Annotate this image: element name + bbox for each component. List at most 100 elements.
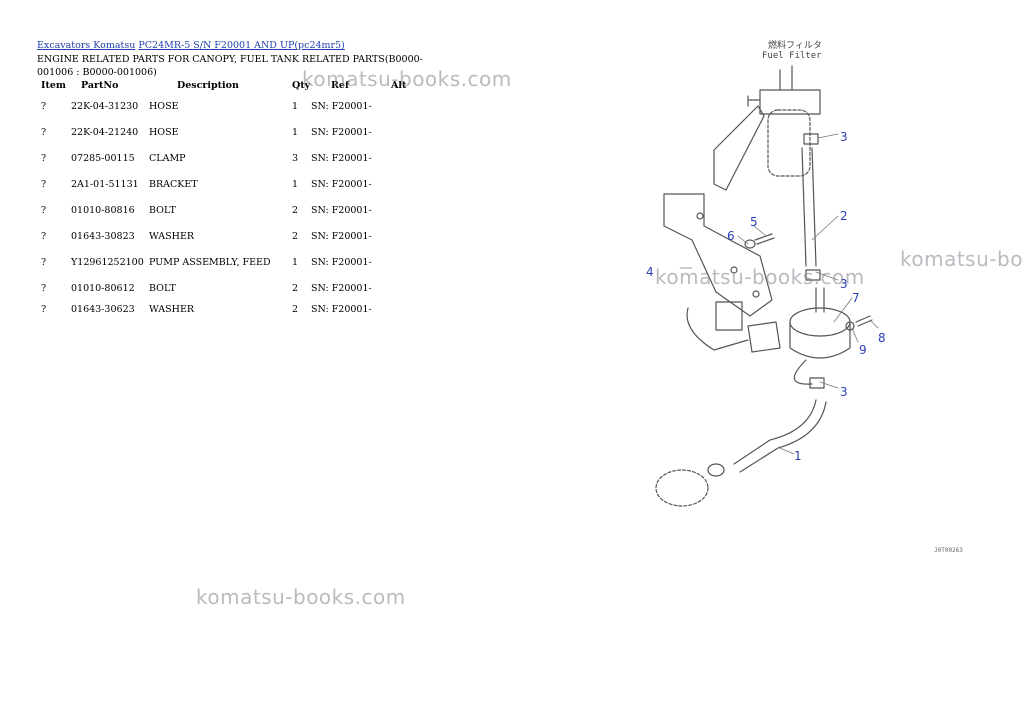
cell-ref: SN: F20001-	[311, 257, 372, 268]
cell-alt	[391, 195, 421, 221]
table-row: ? 22K-04-31230 HOSE 1 SN: F20001-	[37, 91, 421, 117]
cell-qty: 1	[292, 101, 299, 112]
clamp-3-top	[803, 133, 819, 145]
cell-alt	[391, 299, 421, 320]
callout-5: 5	[750, 215, 758, 229]
filter-fitting	[779, 65, 793, 91]
cell-partno: 01010-80612	[71, 283, 135, 294]
cell-description: WASHER	[149, 304, 195, 315]
cell-item: ?	[41, 283, 47, 294]
cell-alt	[391, 273, 421, 299]
cell-partno: 01643-30623	[71, 304, 135, 315]
cell-partno: 01010-80816	[71, 205, 135, 216]
table-row: ? 01010-80816 BOLT 2 SN: F20001-	[37, 195, 421, 221]
filter-outlet	[747, 95, 761, 107]
header-alt: Alt	[391, 79, 407, 91]
header-description: Description	[177, 79, 239, 91]
bolt-8	[855, 315, 873, 327]
callout-9: 9	[859, 343, 867, 357]
cell-qty: 1	[292, 179, 299, 190]
bracket-hole	[752, 290, 760, 298]
breadcrumb: Excavators Komatsu PC24MR-5 S/N F20001 A…	[37, 40, 345, 51]
cell-qty: 2	[292, 205, 299, 216]
bolt-5	[754, 233, 775, 245]
table-row: ? 07285-00115 CLAMP 3 SN: F20001-	[37, 143, 421, 169]
cell-partno: 01643-30823	[71, 231, 135, 242]
cell-qty: 3	[292, 153, 299, 164]
washer-9	[845, 321, 855, 331]
header-ref: Ref	[331, 79, 350, 91]
cell-alt	[391, 221, 421, 247]
callout-4: 4	[646, 265, 654, 279]
watermark: komatsu-books.com	[196, 585, 406, 609]
header-item: Item	[41, 79, 66, 91]
cell-partno: 07285-00115	[71, 153, 135, 164]
cell-description: HOSE	[149, 101, 179, 112]
cell-item: ?	[41, 101, 47, 112]
bracket-hole	[730, 266, 738, 274]
watermark: komatsu-books.com	[302, 67, 512, 91]
cell-alt	[391, 169, 421, 195]
callout-7: 7	[852, 291, 860, 305]
cell-qty: 1	[292, 257, 299, 268]
cell-partno: 2A1-01-51131	[71, 179, 139, 190]
tank-fitting	[655, 469, 709, 507]
callout-3: 3	[840, 277, 848, 291]
cell-item: ?	[41, 205, 47, 216]
table-row: ? Y12961252100 PUMP ASSEMBLY, FEED 1 SN:…	[37, 247, 421, 273]
cell-qty: 2	[292, 231, 299, 242]
cell-qty: 2	[292, 283, 299, 294]
cell-ref: SN: F20001-	[311, 231, 372, 242]
callout-6: 6	[727, 229, 735, 243]
cell-alt	[391, 143, 421, 169]
cell-description: BOLT	[149, 205, 176, 216]
filter-bracket	[713, 105, 765, 191]
cell-qty: 2	[292, 304, 299, 315]
feed-pump-body	[789, 321, 851, 359]
fuel-filter-cartridge	[767, 109, 811, 177]
fuel-system-diagram: 燃料フィルタ Fuel Filter 1 2 3 3 3 4 5 6 7 8 9…	[646, 39, 963, 554]
harness-plug	[715, 301, 743, 331]
callout-2: 2	[840, 209, 848, 223]
cell-ref: SN: F20001-	[311, 304, 372, 315]
cell-item: ?	[41, 153, 47, 164]
page-title: ENGINE RELATED PARTS FOR CANOPY, FUEL TA…	[37, 54, 423, 78]
hose-2	[801, 147, 817, 267]
cell-ref: SN: F20001-	[311, 153, 372, 164]
cell-item: ?	[41, 257, 47, 268]
diagram-code: J0T00263	[934, 547, 963, 554]
cell-partno: 22K-04-31230	[71, 101, 139, 112]
diagram-header-jp: 燃料フィルタ	[768, 39, 822, 51]
pump-inlet	[815, 287, 825, 313]
bracket-hole	[696, 212, 704, 220]
cell-item: ?	[41, 179, 47, 190]
cell-item: ?	[41, 304, 47, 315]
pump-outlet-hose	[793, 359, 813, 385]
cell-description: HOSE	[149, 127, 179, 138]
cell-alt	[391, 247, 421, 273]
cell-item: ?	[41, 127, 47, 138]
wire-harness	[686, 307, 749, 351]
cell-ref: SN: F20001-	[311, 283, 372, 294]
callout-1: 1	[794, 449, 802, 463]
callout-3: 3	[840, 385, 848, 399]
cell-ref: SN: F20001-	[311, 205, 372, 216]
callout-8: 8	[878, 331, 886, 345]
cell-partno: 22K-04-21240	[71, 127, 139, 138]
cell-qty: 1	[292, 127, 299, 138]
table-header-row: Item PartNo Description Qty Ref Alt	[37, 79, 421, 91]
header-qty: Qty	[292, 79, 311, 91]
bracket-4	[663, 193, 773, 317]
cell-ref: SN: F20001-	[311, 127, 372, 138]
cell-partno: Y12961252100	[71, 257, 144, 268]
clamp-3-middle	[805, 269, 821, 281]
breadcrumb-link-model[interactable]: PC24MR-5 S/N F20001 AND UP(pc24mr5)	[138, 40, 345, 51]
cell-item: ?	[41, 231, 47, 242]
hose-1	[733, 399, 827, 473]
diagram-header-en: Fuel Filter	[762, 51, 822, 61]
watermark: komatsu-books.com	[655, 265, 865, 289]
cell-description: PUMP ASSEMBLY, FEED	[149, 257, 271, 268]
cell-ref: SN: F20001-	[311, 179, 372, 190]
breadcrumb-link-manufacturer[interactable]: Excavators Komatsu	[37, 40, 136, 51]
pump-connector	[747, 321, 781, 353]
